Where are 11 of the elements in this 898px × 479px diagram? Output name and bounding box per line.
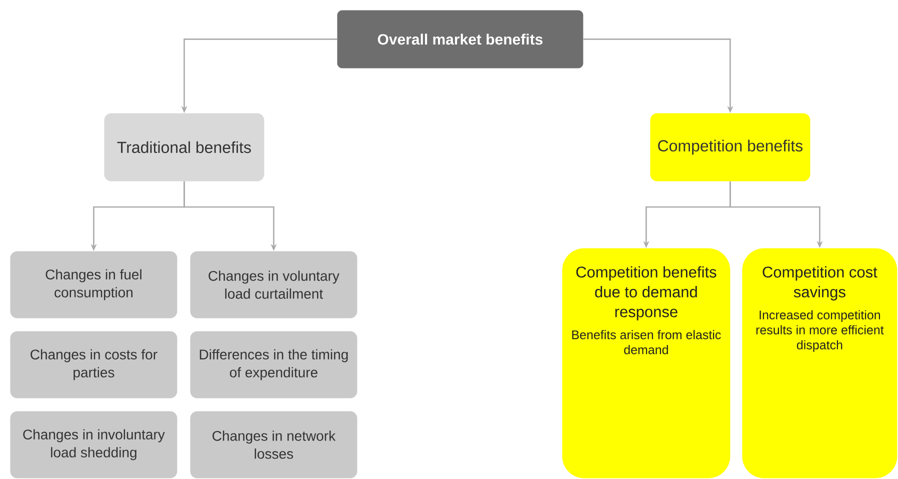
benefit-box: Changes in fuel consumption: [10, 251, 178, 318]
benefit-box: Changes in costs for parties: [10, 331, 178, 398]
benefit-box: Changes in voluntary load curtailment: [190, 251, 358, 318]
benefit-panel: Competition cost savings Increased competition results in more efficient dispatch: [742, 248, 898, 478]
benefit-box: Changes in involuntary load shedding: [10, 411, 178, 478]
title-box: Overall market benefits: [337, 10, 584, 68]
benefit-box: Changes in network losses: [190, 411, 358, 478]
category-box: Competition benefits: [650, 113, 810, 182]
benefit-panel: Competition benefits due to demand response Benefits arisen from elastic demand: [562, 248, 730, 478]
category-box: Traditional benefits: [104, 113, 264, 182]
benefit-box: Differences in the timing of expenditure: [190, 331, 358, 398]
